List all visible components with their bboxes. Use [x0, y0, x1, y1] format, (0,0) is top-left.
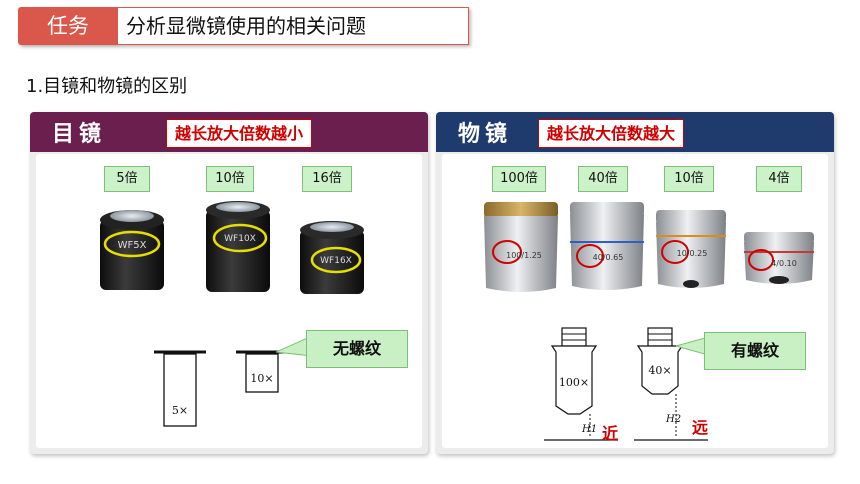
distance-label-h2: H2: [665, 414, 681, 425]
eyepiece-5x: WF5X: [100, 210, 164, 290]
objective-images: 100/1.25 40/0.65 10/0.25 4/0.10: [484, 202, 814, 292]
eyepiece-panel: 目镜 越长放大倍数越小 5倍 10倍 16倍 WF5X WF10X: [30, 112, 428, 454]
objective-mag-4: 4倍: [756, 166, 802, 192]
objective-title: 物镜: [458, 122, 513, 147]
objective-40x: 40/0.65: [570, 202, 644, 290]
objective-100x: 100/1.25: [484, 202, 558, 292]
distance-label-h1: H1: [581, 424, 597, 435]
objective-diagram: 100× H1 40× H2: [544, 327, 708, 441]
far-label: 远: [692, 418, 709, 437]
eyepiece-16x: WF16X: [300, 221, 364, 294]
objective-lens-label: 10/0.25: [677, 249, 708, 258]
objective-4x: 4/0.10: [744, 232, 814, 284]
callout-pointer: [276, 335, 312, 357]
eyepiece-mag-5: 5倍: [104, 166, 150, 192]
task-title: 分析显微镜使用的相关问题: [118, 7, 469, 45]
eyepiece-lens-label: WF5X: [118, 240, 147, 251]
objective-mag-10: 10倍: [664, 166, 714, 192]
objective-lens-label: 40/0.65: [593, 253, 624, 262]
objective-mag-100: 100倍: [492, 166, 546, 192]
objective-slogan: 越长放大倍数越大: [538, 119, 685, 148]
callout-pointer: [676, 335, 712, 357]
eyepiece-lens-label: WF10X: [224, 234, 256, 244]
eyepiece-diagram-label: 5×: [172, 404, 188, 417]
eyepiece-title: 目镜: [52, 122, 107, 147]
task-tag: 任务: [18, 7, 118, 45]
objective-panel: 物镜 越长放大倍数越大 100倍 40倍 10倍 4倍 100/1.25 40/…: [436, 112, 834, 454]
section-heading: 1.目镜和物镜的区别: [26, 76, 188, 97]
objective-lens-label: 4/0.10: [771, 259, 797, 268]
near-label: 近: [602, 424, 619, 443]
eyepiece-diagram-label: 10×: [250, 372, 273, 385]
eyepiece-10x: WF10X: [206, 201, 270, 292]
eyepiece-slogan: 越长放大倍数越小: [166, 119, 313, 148]
objective-diagram-label: 40×: [648, 364, 671, 377]
eyepiece-mag-16: 16倍: [302, 166, 352, 192]
eyepiece-mag-10: 10倍: [206, 166, 254, 192]
objective-diagram-label: 100×: [559, 376, 589, 389]
objective-thread-callout: 有螺纹: [704, 332, 806, 370]
objective-lens-label: 100/1.25: [506, 251, 542, 260]
objective-mag-40: 40倍: [578, 166, 628, 192]
eyepiece-thread-callout: 无螺纹: [306, 330, 408, 368]
objective-10x: 10/0.25: [656, 210, 726, 288]
eyepiece-diagram: 5× 10×: [154, 350, 288, 427]
eyepiece-images: WF5X WF10X WF16X: [100, 201, 364, 294]
eyepiece-lens-label: WF16X: [320, 256, 352, 266]
